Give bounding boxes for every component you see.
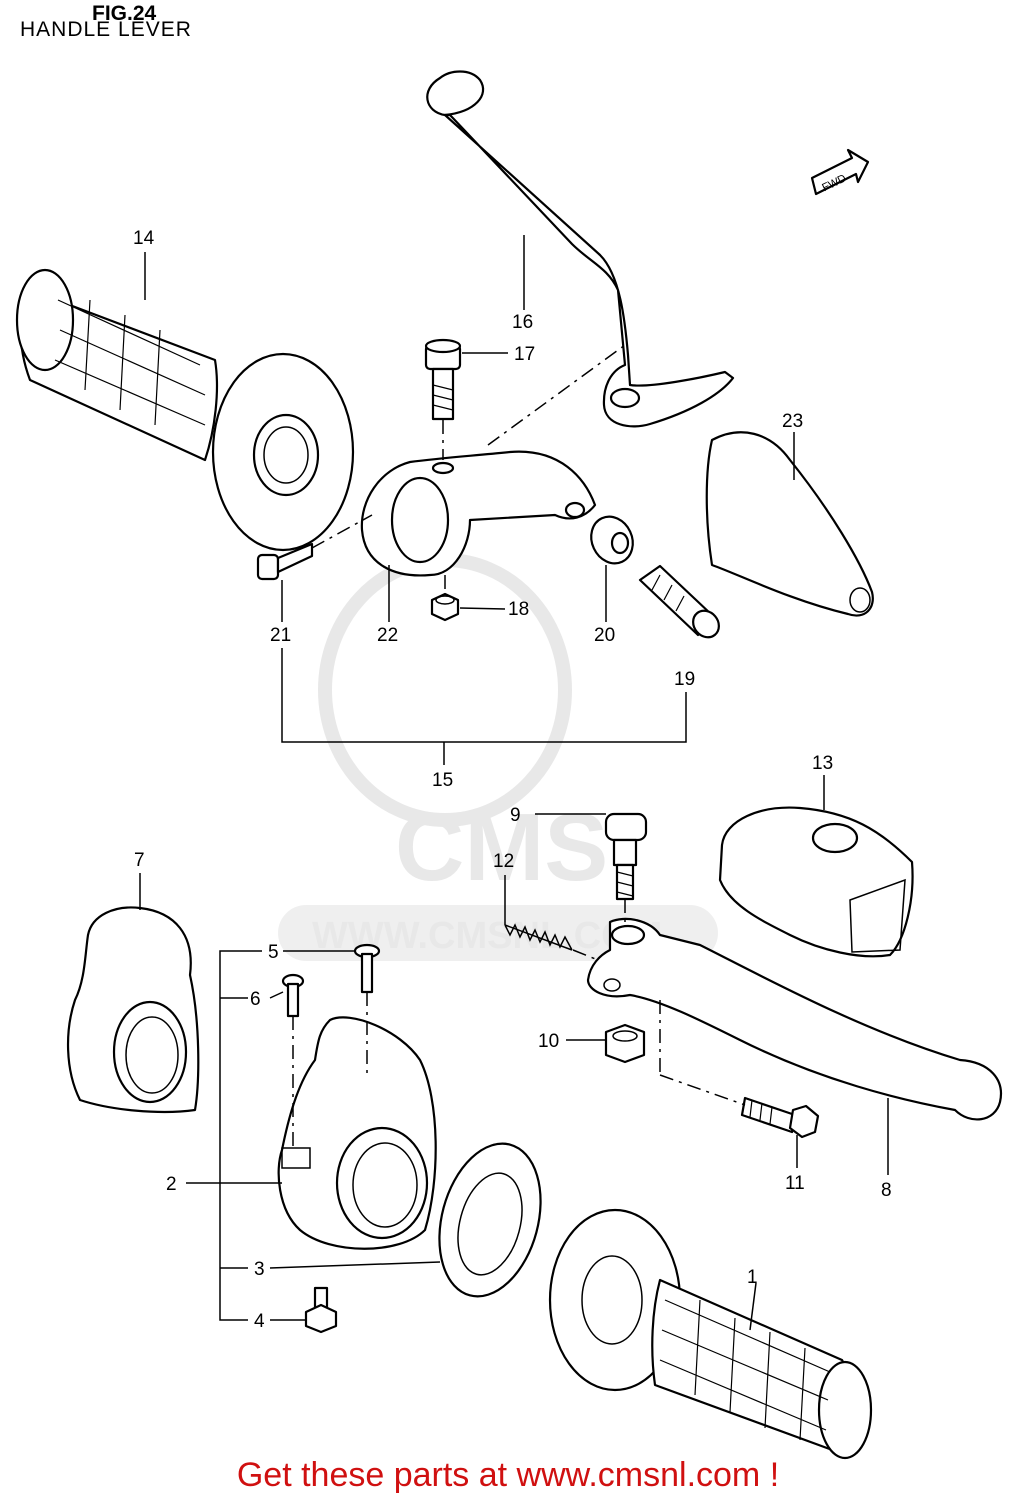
forward-direction-badge: FWD [810, 148, 870, 196]
watermark-logo: CMS [395, 794, 608, 901]
callout-19: 19 [674, 669, 695, 690]
part-7-cover [66, 906, 200, 1114]
part-5-screw [353, 943, 381, 994]
callout-13: 13 [812, 753, 833, 774]
callout-5: 5 [268, 942, 279, 963]
callout-9: 9 [510, 805, 521, 826]
callout-3: 3 [254, 1259, 265, 1280]
part-10-nut [604, 1023, 646, 1064]
part-11-bolt [740, 1096, 820, 1139]
part-12-spring [504, 923, 573, 951]
part-8-clutch-lever [586, 917, 1003, 1121]
part-18-nut [430, 592, 460, 622]
part-20-lock-nut [590, 515, 634, 565]
callout-1: 1 [747, 1267, 758, 1288]
callout-17: 17 [514, 344, 535, 365]
part-6-screw [281, 973, 305, 1018]
part-1-right-grip [548, 1208, 873, 1460]
part-21-bolt [256, 542, 314, 581]
callout-11: 11 [785, 1173, 805, 1194]
part-2-clutch-holder [277, 1016, 437, 1250]
callout-2: 2 [166, 1174, 177, 1195]
callout-20: 20 [594, 625, 615, 646]
callout-6: 6 [250, 989, 261, 1010]
callout-4: 4 [254, 1311, 265, 1332]
part-22-lever-holder [360, 450, 597, 577]
part-3-spacer [438, 1142, 542, 1298]
part-13-clutch-cover [718, 806, 914, 958]
part-4-bolt [304, 1286, 338, 1334]
part-23-lever-cover [705, 431, 874, 617]
part-14-left-grip [15, 268, 355, 552]
figure-title: FIG.24 [92, 2, 157, 25]
callout-14: 14 [133, 228, 155, 249]
callout-16: 16 [512, 312, 533, 333]
callout-23: 23 [782, 411, 803, 432]
footer-link-text[interactable]: Get these parts at www.cmsnl.com ! [236, 1456, 780, 1494]
part-9-pivot-bolt [604, 812, 648, 901]
callout-10: 10 [538, 1031, 559, 1052]
watermark: CMS WWW.CMSNL.COM [278, 553, 718, 961]
part-19-adjuster [638, 564, 720, 639]
callout-7: 7 [134, 850, 145, 871]
callout-18: 18 [508, 599, 529, 620]
callout-21: 21 [270, 625, 291, 646]
part-16-brake-lever [426, 70, 735, 428]
callout-12: 12 [493, 851, 514, 872]
callout-labels: 1 2 3 4 5 6 7 8 9 10 11 12 13 14 15 16 1… [133, 228, 892, 1332]
part-17-pivot-bolt [424, 338, 462, 421]
callout-8: 8 [881, 1180, 892, 1201]
callout-15: 15 [432, 770, 453, 791]
leader-lines [139, 235, 889, 1331]
callout-22: 22 [377, 625, 398, 646]
figure-subtitle: HANDLE LEVER [20, 18, 192, 41]
